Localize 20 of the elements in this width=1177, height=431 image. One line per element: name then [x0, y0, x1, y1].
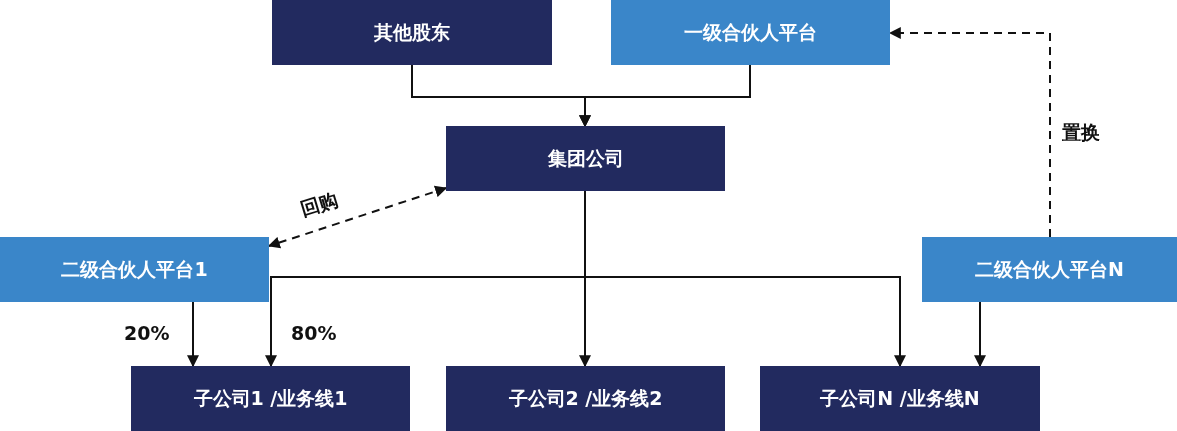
org-box: [446, 126, 725, 191]
box-label: 子公司N /业务线N: [820, 385, 980, 411]
arrow: [974, 301, 986, 368]
org-box: [611, 0, 890, 65]
edge-label: 置换: [1062, 122, 1100, 143]
org-box: [446, 366, 725, 431]
org-box: [760, 366, 1040, 431]
box-label: 子公司2 /业务线2: [508, 385, 663, 411]
org-box: [922, 237, 1177, 302]
box-label: 集团公司: [547, 145, 624, 171]
org-box: [131, 366, 410, 431]
org-box: [0, 237, 269, 302]
box-label: 一级合伙人平台: [684, 19, 817, 45]
box-label: 二级合伙人平台1: [61, 256, 208, 282]
org-box: [272, 0, 552, 65]
arrow: [187, 301, 199, 368]
box-label: 子公司1 /业务线1: [193, 385, 348, 411]
arrow: [579, 64, 751, 128]
box-label: 其他股东: [374, 19, 450, 45]
box-label: 二级合伙人平台N: [975, 256, 1124, 282]
